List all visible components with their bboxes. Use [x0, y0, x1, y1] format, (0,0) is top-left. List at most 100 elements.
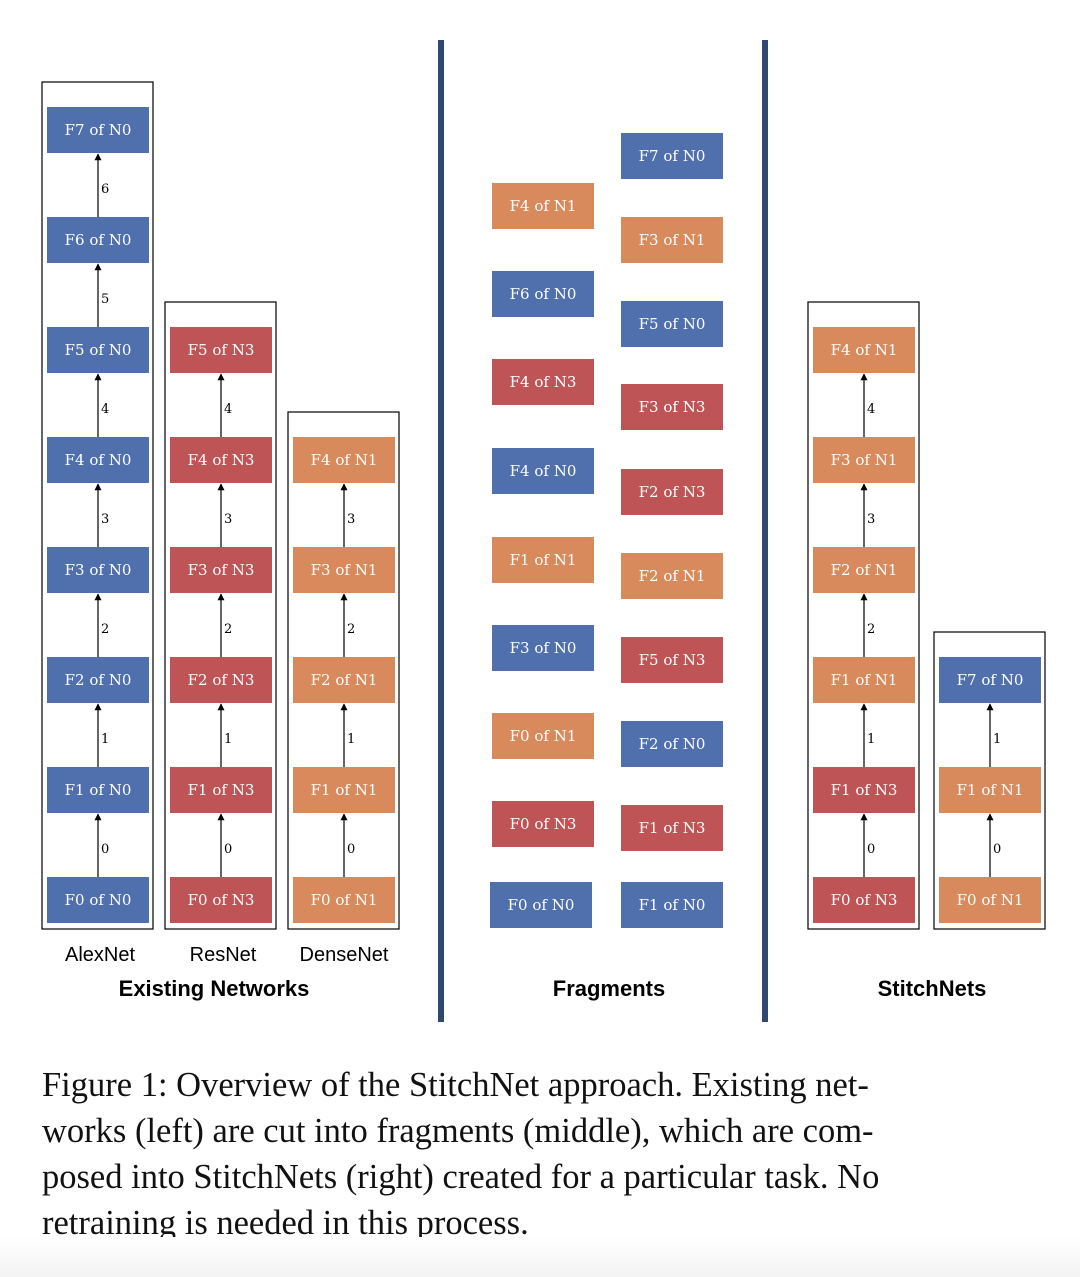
stitchnet-1-edge-label: 1: [867, 732, 875, 747]
network-densenet-container: [287, 411, 400, 930]
fragment-box: [47, 217, 149, 263]
fragment-label: F7 of N0: [65, 121, 132, 139]
fragment-label: F3 of N0: [510, 639, 577, 657]
fragment-pool-f3-of-n3: F3 of N3: [621, 384, 723, 430]
stitchnet-2-edge-label: 1: [993, 732, 1001, 747]
caption-line: works (left) are cut into fragments (mid…: [42, 1112, 874, 1150]
fragment-box: [170, 547, 272, 593]
network-alexnet-edge-label: 2: [101, 622, 109, 637]
fragment-pool-f4-of-n1: F4 of N1: [492, 183, 594, 229]
fragment-box: [170, 767, 272, 813]
stitchnet-1-container: [807, 301, 920, 930]
fragment-box: [170, 657, 272, 703]
fragment-label: F6 of N0: [510, 285, 577, 303]
fragment-pool-f2-of-n0: F2 of N0: [621, 721, 723, 767]
fragment-box: [939, 877, 1041, 923]
fragment-label: F1 of N1: [957, 781, 1024, 799]
network-densenet-node-f3-of-n1: F3 of N1: [293, 547, 395, 593]
fragment-box: [813, 437, 915, 483]
fragment-label: F7 of N0: [957, 671, 1024, 689]
fragment-box: [621, 882, 723, 928]
fragment-label: F0 of N0: [65, 891, 132, 909]
network-alexnet-edge-label: 5: [101, 292, 109, 307]
stitchnets-group: F0 of N3 F1 of N3 F1 of N1 F2 of N1 F3 of N1…: [807, 301, 1046, 930]
fragment-box: [293, 437, 395, 483]
network-name-resnet: ResNet: [190, 944, 257, 966]
stitchnet-1-node-f2-of-n1: F2 of N1: [813, 547, 915, 593]
stitchnet-2-node-f1-of-n1: F1 of N1: [939, 767, 1041, 813]
fragment-box: [939, 767, 1041, 813]
fragment-label: F0 of N1: [311, 891, 378, 909]
fragment-box: [170, 437, 272, 483]
network-resnet-node-f3-of-n3: F3 of N3: [170, 547, 272, 593]
figure-caption: Figure 1: Overview of the StitchNet appr…: [42, 1062, 1050, 1246]
fragment-label: F2 of N3: [188, 671, 255, 689]
fragment-label: F3 of N1: [311, 561, 378, 579]
fragment-pool-f4-of-n0: F4 of N0: [492, 448, 594, 494]
network-resnet-node-f1-of-n3: F1 of N3: [170, 767, 272, 813]
fragment-label: F6 of N0: [65, 231, 132, 249]
fragment-label: F1 of N3: [831, 781, 898, 799]
fragment-box: [492, 713, 594, 759]
network-alexnet-node-f0-of-n0: F0 of N0: [47, 877, 149, 923]
stitchnet-1-edge-label: 0: [867, 842, 875, 857]
fragment-label: F1 of N1: [510, 551, 577, 569]
fragment-box: [813, 657, 915, 703]
fragment-label: F0 of N3: [831, 891, 898, 909]
fragment-label: F5 of N3: [188, 341, 255, 359]
fragment-box: [621, 469, 723, 515]
stitchnet-1-node-f0-of-n3: F0 of N3: [813, 877, 915, 923]
fragment-box: [293, 877, 395, 923]
fragment-label: F2 of N1: [831, 561, 898, 579]
fragment-box: [492, 625, 594, 671]
network-alexnet-node-f3-of-n0: F3 of N0: [47, 547, 149, 593]
stitchnet-1-edge-label: 4: [867, 402, 875, 417]
stitchnet-1-node-f4-of-n1: F4 of N1: [813, 327, 915, 373]
fragment-label: F1 of N1: [311, 781, 378, 799]
network-alexnet-edge-label: 4: [101, 402, 109, 417]
fragment-box: [490, 882, 592, 928]
fragment-box: [47, 877, 149, 923]
network-resnet-node-f0-of-n3: F0 of N3: [170, 877, 272, 923]
fragment-box: [621, 637, 723, 683]
network-alexnet-node-f7-of-n0: F7 of N0: [47, 107, 149, 153]
network-alexnet-node-f6-of-n0: F6 of N0: [47, 217, 149, 263]
fragment-label: F5 of N3: [639, 651, 706, 669]
fragment-box: [47, 437, 149, 483]
fragment-label: F0 of N3: [510, 815, 577, 833]
fragment-box: [621, 217, 723, 263]
network-alexnet-container: [41, 81, 154, 930]
fragment-label: F3 of N0: [65, 561, 132, 579]
fragment-label: F4 of N0: [510, 462, 577, 480]
caption-line: posed into StitchNets (right) created fo…: [42, 1158, 880, 1196]
fragment-label: F3 of N1: [639, 231, 706, 249]
fragment-box: [293, 547, 395, 593]
fragment-pool-f0-of-n0: F0 of N0: [490, 882, 592, 928]
fragment-box: [492, 183, 594, 229]
fragment-box: [47, 107, 149, 153]
stitchnet-1-node-f3-of-n1: F3 of N1: [813, 437, 915, 483]
fragment-box: [47, 327, 149, 373]
caption-line: Figure 1: Overview of the StitchNet appr…: [42, 1066, 869, 1104]
fragment-box: [170, 877, 272, 923]
network-alexnet-node-f2-of-n0: F2 of N0: [47, 657, 149, 703]
fragment-pool-f4-of-n3: F4 of N3: [492, 359, 594, 405]
fragment-label: F5 of N0: [639, 315, 706, 333]
fragment-box: [621, 721, 723, 767]
fragment-label: F1 of N0: [65, 781, 132, 799]
network-alexnet-node-f4-of-n0: F4 of N0: [47, 437, 149, 483]
fragment-label: F5 of N0: [65, 341, 132, 359]
network-densenet-edge-label: 0: [347, 842, 355, 857]
fragment-box: [813, 877, 915, 923]
bottom-shade: [0, 1237, 1080, 1277]
network-alexnet-edge-label: 6: [101, 182, 109, 197]
fragment-label: F1 of N3: [639, 819, 706, 837]
network-alexnet-node-f5-of-n0: F5 of N0: [47, 327, 149, 373]
fragment-box: [47, 547, 149, 593]
fragment-label: F2 of N0: [65, 671, 132, 689]
network-name-densenet: DenseNet: [300, 944, 389, 966]
fragment-label: F2 of N1: [311, 671, 378, 689]
fragment-pool-f0-of-n1: F0 of N1: [492, 713, 594, 759]
fragment-box: [47, 657, 149, 703]
stitchnet-1-node-f1-of-n3: F1 of N3: [813, 767, 915, 813]
